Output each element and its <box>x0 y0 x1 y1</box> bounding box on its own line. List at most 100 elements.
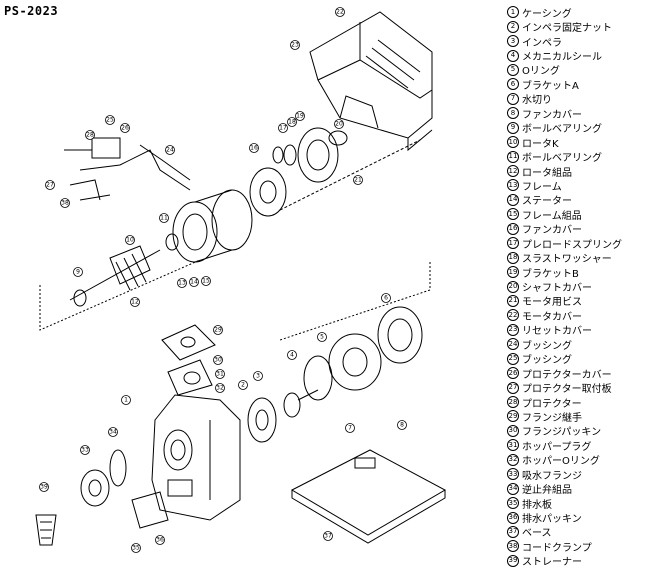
svg-text:32: 32 <box>216 385 224 392</box>
svg-text:20: 20 <box>335 121 343 128</box>
part-name: 逆止弁組品 <box>522 485 572 497</box>
svg-text:34: 34 <box>109 429 117 436</box>
svg-text:3: 3 <box>256 373 260 380</box>
svg-text:25: 25 <box>106 117 114 124</box>
part-number: 9 <box>507 121 519 134</box>
part-name: ロータ組品 <box>522 167 572 179</box>
part-number: 25 <box>507 352 519 365</box>
part-number: 24 <box>507 338 519 351</box>
svg-text:15: 15 <box>202 278 210 285</box>
part-name: ブッシング <box>522 355 572 367</box>
svg-text:30: 30 <box>214 357 222 364</box>
part-name: 排水板 <box>522 499 552 511</box>
strainer <box>35 514 57 546</box>
part-number: 21 <box>507 294 519 307</box>
part-name: ボールベアリング <box>522 153 602 165</box>
part-name: ステーター <box>522 196 572 208</box>
part-name: ケーシング <box>522 8 572 20</box>
part-name: コードクランプ <box>522 542 592 554</box>
svg-text:6: 6 <box>384 295 388 302</box>
part-number: 16 <box>507 222 519 235</box>
svg-text:16: 16 <box>250 145 258 152</box>
part-number: 31 <box>507 439 519 452</box>
part-number: 2 <box>507 20 519 33</box>
base-plate <box>290 449 447 544</box>
part-number: 20 <box>507 280 519 293</box>
part-name: ベース <box>522 528 552 540</box>
casing <box>151 394 241 521</box>
part-name: 水切り <box>522 95 552 107</box>
part-number: 38 <box>507 540 519 553</box>
part-number: 4 <box>507 49 519 62</box>
svg-text:18: 18 <box>288 119 296 126</box>
exploded-view-diagram: 22 23 25 26 28 24 27 38 17 18 19 20 16 2… <box>35 7 447 553</box>
part-name: ボールベアリング <box>522 124 602 136</box>
svg-text:13: 13 <box>178 280 186 287</box>
part-number: 34 <box>507 482 519 495</box>
svg-text:7: 7 <box>348 425 352 432</box>
motor-frame <box>172 189 253 263</box>
flange-joint <box>161 324 216 396</box>
part-name: フレーム組品 <box>522 210 582 222</box>
part-name: インペラ固定ナット <box>522 23 612 35</box>
part-name: フランジ継手 <box>522 412 582 424</box>
part-name: 吸水フランジ <box>522 470 582 482</box>
svg-text:11: 11 <box>160 215 168 222</box>
part-number: 19 <box>507 266 519 279</box>
part-number: 39 <box>507 554 519 567</box>
part-number: 11 <box>507 150 519 163</box>
callouts: 22 23 25 26 28 24 27 38 17 18 19 20 16 2… <box>39 7 407 553</box>
part-name: プロテクターカバー <box>522 369 612 381</box>
part-name: メカニカルシール <box>522 52 602 64</box>
svg-text:38: 38 <box>61 200 69 207</box>
part-number: 6 <box>507 78 519 91</box>
impeller <box>247 389 319 443</box>
suction-flange <box>80 449 127 507</box>
part-name: ロータK <box>522 138 559 150</box>
part-number: 13 <box>507 179 519 192</box>
part-number: 32 <box>507 453 519 466</box>
model-title: PS-2023 <box>4 4 59 18</box>
part-number: 14 <box>507 193 519 206</box>
part-name: Oリング <box>522 66 560 78</box>
part-number: 18 <box>507 251 519 264</box>
part-number: 37 <box>507 525 519 538</box>
svg-text:33: 33 <box>81 447 89 454</box>
part-name: フランジパッキン <box>522 427 602 439</box>
svg-text:4: 4 <box>290 352 294 359</box>
part-name: モータカバー <box>522 311 582 323</box>
part-name: ブラケットA <box>522 80 579 92</box>
part-name: ホッパーOリング <box>522 456 600 468</box>
svg-text:22: 22 <box>336 9 344 16</box>
svg-text:2: 2 <box>241 382 245 389</box>
svg-text:5: 5 <box>320 334 324 341</box>
svg-text:17: 17 <box>279 125 287 132</box>
part-name: プロテクター <box>522 398 582 410</box>
part-name: フレーム <box>522 181 562 193</box>
svg-text:24: 24 <box>166 147 174 154</box>
part-number: 28 <box>507 396 519 409</box>
